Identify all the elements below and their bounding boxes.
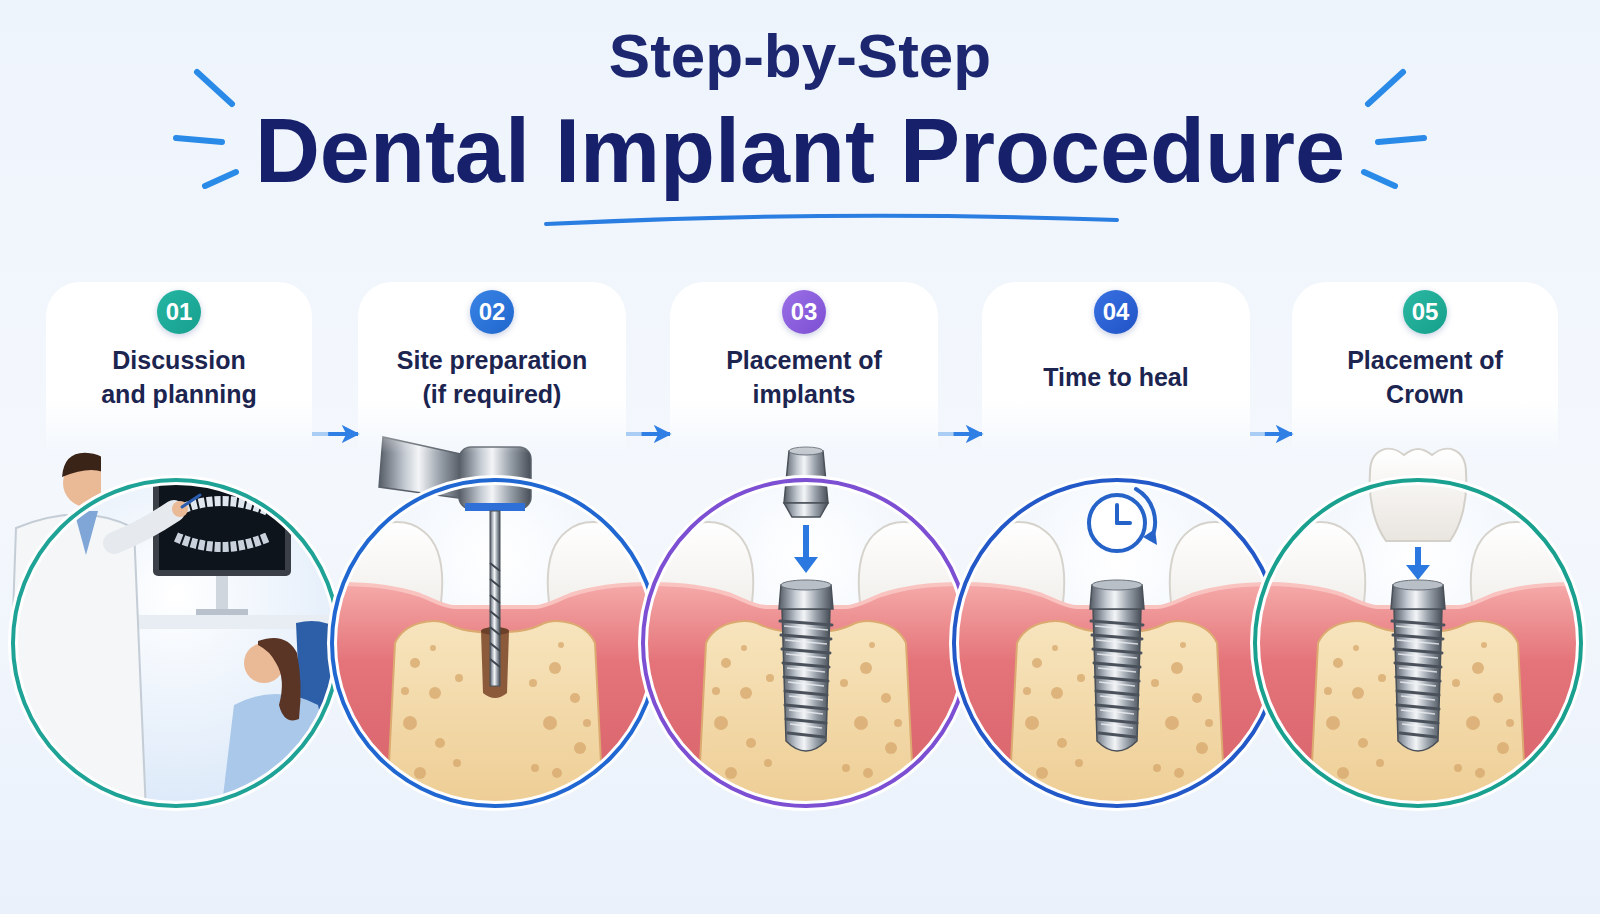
down-arrow-head	[1406, 565, 1430, 580]
flow-arrow-tail	[312, 432, 328, 436]
clock-arrow-head	[1143, 529, 1157, 545]
consultation-scene-part-part	[216, 576, 228, 611]
step-number: 04	[1094, 290, 1138, 334]
drilling-scene-part-part	[490, 643, 500, 651]
step-number: 02	[470, 290, 514, 334]
consultation-scene-part	[6, 453, 371, 813]
crown-scene-part-part	[1391, 580, 1445, 751]
consultation-scene-part-part	[114, 511, 174, 543]
step-text: Site preparation (if required)	[390, 343, 595, 411]
flow-arrow-line	[1265, 432, 1292, 436]
down-arrow	[1415, 547, 1421, 567]
consultation-scene-part-part	[176, 537, 268, 547]
step-text: Placement of implants	[699, 343, 909, 411]
flow-arrow	[938, 434, 982, 435]
diagram-title: Dental Implant Procedure	[0, 102, 1600, 201]
drilling-scene-part	[490, 511, 500, 686]
flow-arrow-tail	[938, 432, 953, 436]
consultation-scene	[6, 453, 371, 813]
step-circle	[332, 480, 658, 806]
drilling-scene-part-part	[490, 611, 500, 619]
step-circle	[13, 480, 339, 806]
step-circle	[954, 480, 1280, 806]
title-sparkles-part	[1368, 72, 1403, 104]
abutment-part	[784, 503, 828, 517]
step-number: 05	[1403, 290, 1447, 334]
flow-arrow-line	[953, 432, 982, 436]
step-card: 01Discussion and planning	[46, 282, 312, 481]
clock-icon-part	[1089, 495, 1145, 551]
implant-placement-scene-part-part	[779, 580, 833, 751]
flow-arrow-tail	[1250, 432, 1265, 436]
step-number: 03	[782, 290, 826, 334]
step-circle	[13, 480, 339, 806]
clock-icon-part	[1115, 505, 1119, 523]
step-circle	[643, 480, 969, 806]
flow-arrow	[1250, 434, 1292, 435]
title-sparkles-part	[205, 172, 236, 186]
drilling-scene-part-part	[490, 563, 500, 571]
clock-icon	[1089, 489, 1155, 551]
step-circle	[643, 480, 969, 806]
drilling-scene-part-part	[490, 659, 500, 667]
down-arrow-head	[794, 557, 818, 573]
flow-arrow-line	[641, 432, 670, 436]
step-circle	[1255, 480, 1581, 806]
drilling-scene-part-part	[490, 627, 500, 635]
consultation-scene-part-part	[182, 495, 200, 507]
step-circle	[954, 480, 1280, 806]
drilling-scene-part-part	[490, 579, 500, 587]
step-number: 01	[157, 290, 201, 334]
flow-arrow-tail	[626, 432, 641, 436]
title-sparkles-part	[176, 138, 222, 142]
title-sparkles-part	[1378, 138, 1424, 142]
step-card: 03Placement of implants	[670, 282, 938, 481]
heading-label: Step-by-Step	[0, 22, 1600, 90]
step-circle	[1255, 480, 1581, 806]
title-sparkles-part	[197, 72, 232, 104]
consultation-scene-part-part	[196, 609, 248, 615]
step-card: 02Site preparation (if required)	[358, 282, 626, 481]
step-text: Discussion and planning	[94, 343, 264, 411]
drilling-scene-part	[490, 563, 500, 667]
consultation-scene-part-part	[159, 482, 285, 570]
drilling-scene-part-part	[490, 595, 500, 603]
flow-arrow-line	[328, 432, 358, 436]
title-sparkles-part	[1364, 172, 1395, 186]
healing-scene-part-part	[1090, 580, 1144, 751]
step-circle	[332, 480, 658, 806]
title-underline	[546, 216, 1117, 224]
drilling-scene-part	[465, 503, 525, 511]
flow-arrow	[626, 434, 670, 435]
down-arrow	[803, 525, 809, 559]
step-card: 05Placement of Crown	[1292, 282, 1558, 481]
step-text: Placement of Crown	[1320, 343, 1530, 411]
step-card: 04Time to heal	[982, 282, 1250, 481]
consultation-scene-part-part	[258, 638, 301, 721]
flow-arrow	[312, 434, 358, 435]
clock-icon-part	[1117, 521, 1130, 525]
step-text: Time to heal	[1006, 343, 1226, 411]
